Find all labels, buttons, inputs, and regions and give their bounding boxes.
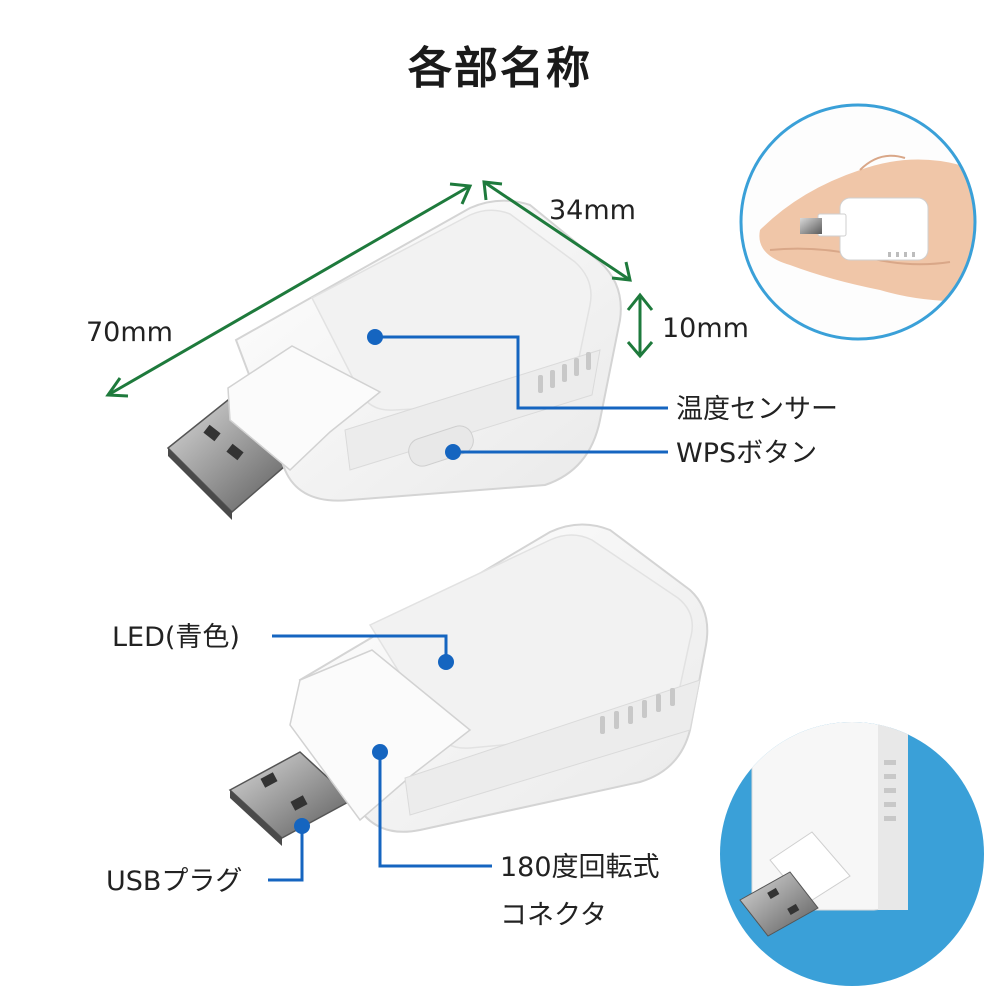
top-device <box>166 199 622 520</box>
usb-plug-label: USBプラグ <box>106 866 242 897</box>
usb-dot <box>294 818 310 834</box>
bottom-callouts <box>268 634 492 882</box>
width-arrow <box>483 180 631 282</box>
connector-inset-image <box>720 722 984 986</box>
connector-leader <box>378 752 492 868</box>
usb-leader <box>268 826 304 882</box>
rotating-connector-label-line1: 180度回転式 <box>500 852 660 883</box>
led-dot <box>438 654 454 670</box>
page-title: 各部名称 <box>408 43 592 94</box>
width-label: 34mm <box>549 195 636 226</box>
wps-button-image <box>408 425 474 467</box>
bottom-usb-plug-image <box>228 751 354 846</box>
temp-sensor-dot <box>367 329 383 345</box>
dimension-arrows <box>105 180 654 398</box>
connector-dot <box>372 744 388 760</box>
top-vent-slots <box>538 352 591 393</box>
length-label: 70mm <box>86 317 173 348</box>
temp-sensor-label: 温度センサー <box>676 394 838 425</box>
wps-dot <box>445 444 461 460</box>
length-arrow <box>107 184 471 397</box>
led-leader <box>272 634 448 660</box>
hand-inset-image <box>739 103 977 341</box>
bottom-device <box>228 523 709 846</box>
height-label: 10mm <box>662 313 749 344</box>
rotating-connector-label-line2: コネクタ <box>500 900 607 931</box>
led-label: LED(青色) <box>112 622 240 653</box>
temp-sensor-leader <box>375 335 668 410</box>
wps-button-label: WPSボタン <box>676 438 817 469</box>
top-callouts <box>375 335 668 454</box>
bottom-vent-slots <box>600 688 675 734</box>
